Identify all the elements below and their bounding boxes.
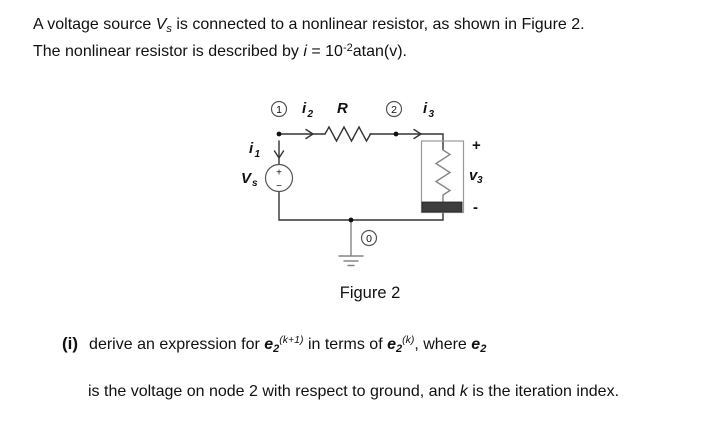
i-variable: i (303, 42, 307, 60)
e2-k-sup: (k) (402, 334, 415, 346)
intro-line2-pre: The nonlinear resistor is described by (33, 42, 304, 60)
e2-k-var: e (387, 336, 396, 353)
resistor-zigzag (324, 125, 372, 143)
i1-label-sub: 1 (255, 149, 261, 160)
e2-k1-sub: 2 (273, 343, 280, 355)
circuit-wires (278, 125, 444, 221)
node-1-label: 1 (276, 104, 282, 116)
node-2-badge: 2 (385, 100, 403, 118)
circuit-labels: i 2 R i 3 i 1 V s + v 3 - (241, 100, 483, 216)
question-line2-pre: is the voltage on node 2 with respect to… (88, 383, 460, 400)
i1-label: i (249, 140, 254, 157)
k-variable: k (459, 383, 468, 400)
question-line-1: (i)derive an expression for e2(k+1) in t… (62, 334, 487, 355)
intro-paragraph: A voltage source Vs is connected to a no… (33, 12, 585, 65)
node-0-label: 0 (366, 233, 372, 245)
e2-var: e (471, 336, 481, 353)
dark-bar (421, 201, 463, 213)
question-part3: , where (414, 336, 472, 353)
i1-arrow-icon (273, 150, 285, 160)
intro-line1-pre: A voltage source (33, 16, 156, 33)
node-2-label: 2 (391, 104, 397, 116)
vs-label: V (241, 170, 253, 187)
question-marker: (i) (62, 334, 79, 353)
voltage-source: + − (264, 163, 294, 193)
i2-label-sub: 2 (307, 109, 314, 120)
vs-variable: V (155, 16, 167, 33)
i3-label: i (423, 100, 428, 117)
intro-line-1: A voltage source Vs is connected to a no… (33, 12, 585, 39)
intro-line2-post: atan(v). (352, 42, 407, 60)
e2-sub: 2 (480, 343, 487, 355)
i2-arrow-icon (305, 128, 315, 140)
figure-caption: Figure 2 (339, 284, 401, 302)
question-part1: derive an expression for (89, 336, 265, 353)
circuit-diagram: + − 1 2 (241, 100, 483, 267)
exponent: -2 (342, 41, 353, 54)
i3-arrow-icon (413, 128, 423, 140)
v3-plus-sign: + (472, 137, 481, 154)
node-0-badge: 0 (360, 229, 378, 247)
nonlinear-zigzag (434, 149, 452, 203)
e2-k1-sup: (k+1) (279, 334, 304, 346)
intro-line-2: The nonlinear resistor is described by i… (33, 39, 585, 66)
e2-k1-var: e (264, 336, 274, 353)
intro-equals-ten: = 10 (306, 42, 343, 60)
v3-label: v (469, 167, 479, 184)
i2-label: i (302, 100, 307, 117)
source-plus-sign: + (276, 168, 282, 179)
nonlinear-resistor (420, 140, 465, 214)
source-minus-sign: − (276, 181, 282, 192)
question-line2-post: is the iteration index. (467, 383, 620, 400)
ground-icon (338, 219, 364, 267)
intro-line1-post: is connected to a nonlinear resistor, as… (171, 16, 585, 33)
v3-label-sub: 3 (477, 175, 483, 186)
vs-label-sub: s (252, 178, 258, 189)
question-line-2: is the voltage on node 2 with respect to… (88, 383, 619, 401)
vs-subscript: s (166, 23, 172, 35)
question-part2: in terms of (303, 336, 388, 353)
connection-dots (276, 131, 399, 223)
resistor-label: R (337, 100, 348, 117)
e2-k-sub: 2 (395, 343, 403, 355)
node-1-badge: 1 (270, 100, 288, 118)
current-arrows (273, 128, 423, 160)
i3-label-sub: 3 (429, 109, 435, 120)
v3-minus-sign: - (473, 199, 478, 216)
